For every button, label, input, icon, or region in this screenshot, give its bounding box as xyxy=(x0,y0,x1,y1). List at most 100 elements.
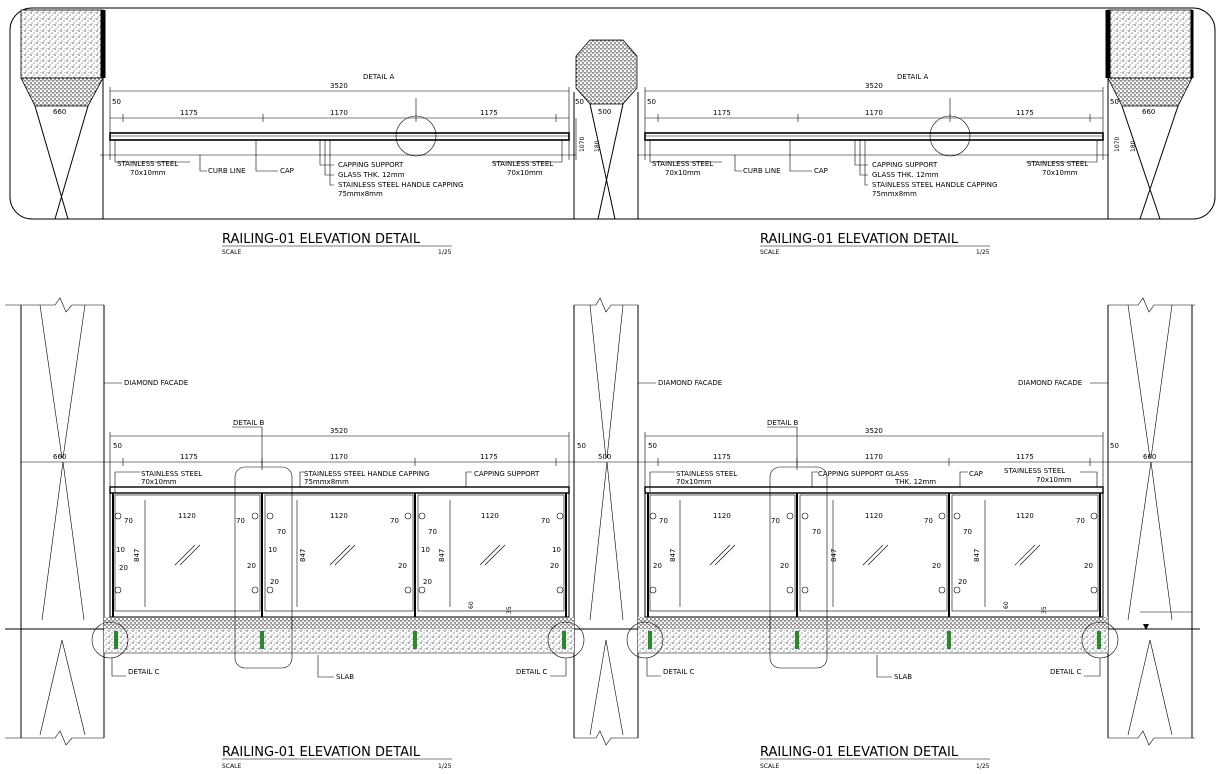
dim-bay: 1175 xyxy=(1016,109,1034,117)
dim-bay: 1170 xyxy=(330,109,348,117)
dim-glass-height: 847 xyxy=(299,549,307,562)
annotation-diamond-facade: DIAMOND FACADE xyxy=(124,379,188,387)
dim-bay: 1175 xyxy=(180,109,198,117)
dim-end: 50 xyxy=(113,442,122,450)
dim-gap: 20 xyxy=(247,562,256,570)
dim-edge: 70 xyxy=(924,517,933,525)
dim-glass-width: 1120 xyxy=(481,512,499,520)
dim-gap: 10 xyxy=(268,546,277,554)
detail-a-label: DETAIL A xyxy=(363,73,395,81)
railing-elevation-left xyxy=(91,466,585,669)
annotation-curb-line: CURB LINE xyxy=(208,167,246,175)
dim-edge: 70 xyxy=(812,528,821,536)
scale-label: SCALE xyxy=(760,249,779,256)
dim-gap: 20 xyxy=(398,562,407,570)
annotation-diamond-facade: DIAMOND FACADE xyxy=(658,379,722,387)
dim-edge: 70 xyxy=(963,528,972,536)
dim-base: 35 xyxy=(506,606,513,614)
annotation-stainless: STAINLESS STEEL xyxy=(492,160,553,168)
annotation-capping-support: CAPPING SUPPORT xyxy=(872,161,938,169)
bottom-dimension-lines xyxy=(21,432,1192,607)
dim-glass-width: 1120 xyxy=(330,512,348,520)
annotation-glass-thk: THK. 12mm xyxy=(894,478,936,486)
scale-value: 1/25 xyxy=(438,763,452,770)
dim-bay: 1175 xyxy=(713,453,731,461)
annotation-stainless-size: 70x10mm xyxy=(676,478,712,486)
top-elevation-frame xyxy=(9,7,1216,220)
dim-base: 35 xyxy=(1041,606,1048,614)
wall-column-top-right xyxy=(1105,9,1194,220)
dim-base: 60 xyxy=(468,601,475,609)
annotation-handle-size: 75mmx8mm xyxy=(304,478,349,486)
dim-height: 180 xyxy=(594,140,601,152)
dim-edge: 70 xyxy=(124,517,133,525)
dim-column: 500 xyxy=(598,453,611,461)
dim-column: 660 xyxy=(53,453,66,461)
dim-bay: 1175 xyxy=(480,109,498,117)
annotation-handle-size: 75mmx8mm xyxy=(872,190,917,198)
detail-c-label: DETAIL C xyxy=(128,668,160,676)
annotation-diamond-facade: DIAMOND FACADE xyxy=(1018,379,1082,387)
annotation-handle-capping: STAINLESS STEEL HANDLE CAPPING xyxy=(304,470,429,478)
dim-edge: 70 xyxy=(236,517,245,525)
annotation-slab: SLAB xyxy=(336,673,354,681)
dim-end: 50 xyxy=(647,98,656,106)
dim-overall: 3520 xyxy=(865,82,883,90)
dim-column: 660 xyxy=(1143,453,1156,461)
detail-b-label: DETAIL B xyxy=(767,419,799,427)
dim-gap: 20 xyxy=(270,578,279,586)
drawing-title: RAILING-01 ELEVATION DETAIL xyxy=(222,745,421,760)
dim-bay: 1170 xyxy=(865,109,883,117)
dim-edge: 70 xyxy=(277,528,286,536)
dim-column: 660 xyxy=(1142,108,1155,116)
dim-gap: 10 xyxy=(552,546,561,554)
dim-base: 60 xyxy=(1003,601,1010,609)
bottom-titles: RAILING-01 ELEVATION DETAIL SCALE 1/25 R… xyxy=(222,745,990,770)
bottom-dimensions: 3520 50 1175 1170 1175 50 660 500 3520 5… xyxy=(53,427,1156,614)
dim-column: 500 xyxy=(598,108,611,116)
annotation-cap: CAP xyxy=(280,167,294,175)
annotation-stainless: STAINLESS STEEL xyxy=(141,470,202,478)
dim-column: 660 xyxy=(53,108,66,116)
dim-bay: 1170 xyxy=(330,453,348,461)
annotation-stainless: STAINLESS STEEL xyxy=(652,160,713,168)
annotation-stainless-size: 70x10mm xyxy=(507,169,543,177)
dim-edge: 70 xyxy=(1076,517,1085,525)
annotation-curb-line: CURB LINE xyxy=(743,167,781,175)
railing-elevation-right xyxy=(626,466,1119,669)
top-annotations: STAINLESS STEEL 70x10mm CURB LINE CAP CA… xyxy=(114,140,1098,198)
annotation-stainless-size: 70x10mm xyxy=(141,478,177,486)
scale-value: 1/25 xyxy=(976,763,990,770)
dim-glass-height: 847 xyxy=(973,549,981,562)
dim-glass-height: 847 xyxy=(133,549,141,562)
annotation-handle-capping: STAINLESS STEEL HANDLE CAPPING xyxy=(338,181,463,189)
annotation-stainless: STAINLESS STEEL xyxy=(676,470,737,478)
dim-gap: 20 xyxy=(958,578,967,586)
annotation-glass-thk: GLASS THK. 12mm xyxy=(338,171,405,179)
dim-gap: 20 xyxy=(932,562,941,570)
octagon-column-top-center xyxy=(573,39,639,220)
annotation-stainless-size: 70x10mm xyxy=(665,169,701,177)
dim-end: 50 xyxy=(112,98,121,106)
top-dimensions: 3520 50 1175 1170 1175 50 660 500 DETAIL… xyxy=(53,73,1155,152)
dim-glass-width: 1120 xyxy=(713,512,731,520)
drawing-title: RAILING-01 ELEVATION DETAIL xyxy=(760,232,959,247)
dim-overall: 3520 xyxy=(330,427,348,435)
detail-a-label: DETAIL A xyxy=(897,73,929,81)
dim-glass-width: 1120 xyxy=(865,512,883,520)
dim-bay: 1175 xyxy=(480,453,498,461)
dim-gap: 10 xyxy=(421,546,430,554)
dim-bay: 1175 xyxy=(180,453,198,461)
scale-value: 1/25 xyxy=(976,249,990,256)
dim-overall: 3520 xyxy=(865,427,883,435)
railing-plan-top-right xyxy=(638,87,1108,160)
dim-edge: 70 xyxy=(659,517,668,525)
dim-glass-height: 847 xyxy=(669,549,677,562)
dim-gap: 20 xyxy=(423,578,432,586)
annotation-stainless-size: 70x10mm xyxy=(1036,476,1072,484)
annotation-handle-size: 75mmx8mm xyxy=(338,190,383,198)
annotation-cap: CAP xyxy=(814,167,828,175)
dim-bay: 1170 xyxy=(865,453,883,461)
annotation-stainless: STAINLESS STEEL xyxy=(117,160,178,168)
